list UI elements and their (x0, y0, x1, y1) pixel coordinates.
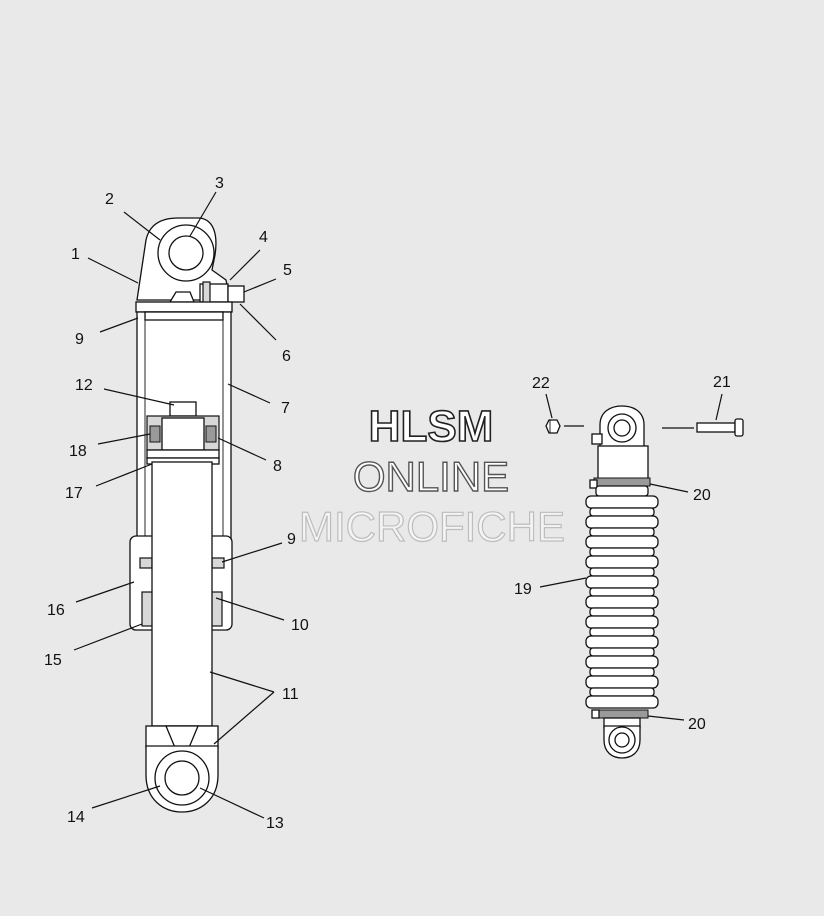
assembled-collar (597, 445, 649, 481)
callout-15: 15 (44, 652, 62, 669)
bolt-shank (696, 422, 736, 433)
assembled-side-boss (591, 433, 603, 445)
callout-10: 10 (291, 617, 309, 634)
callout-11: 11 (282, 686, 299, 703)
callout-9-bottom: 9 (287, 531, 296, 548)
washer (146, 449, 220, 459)
upper-bushing (144, 311, 224, 321)
nut (545, 419, 561, 434)
valve-oring (202, 281, 211, 305)
bolt-head (734, 418, 744, 437)
callout-labels: 1 2 3 4 5 6 7 8 9 9 10 11 12 13 14 15 16… (44, 175, 731, 832)
callout-17: 17 (65, 485, 83, 502)
callout-3: 3 (215, 175, 224, 192)
callout-20-top: 20 (693, 487, 711, 504)
watermark-online: ONLINE (353, 453, 509, 500)
bellows-boot (585, 485, 659, 709)
leader-lines-left (73, 191, 285, 819)
shock-assembled-view (545, 405, 744, 759)
lower-seal-left (139, 557, 153, 569)
watermark-microfiche: MICROFICHE (299, 503, 565, 550)
callout-16: 16 (47, 602, 65, 619)
piston-band-right (205, 425, 217, 443)
cap-plate (135, 301, 233, 313)
callout-18: 18 (69, 443, 87, 460)
callout-22: 22 (532, 375, 550, 392)
shock-cutaway-view (129, 217, 245, 813)
lower-seal-right (211, 557, 225, 569)
callout-8: 8 (273, 458, 282, 475)
callout-14: 14 (67, 809, 85, 826)
callout-12: 12 (75, 377, 93, 394)
callout-9-top: 9 (75, 331, 84, 348)
top-clamp-tab (589, 479, 598, 489)
assembled-top-eye-inner (613, 419, 631, 437)
callout-7: 7 (281, 400, 290, 417)
top-clamp (593, 477, 651, 487)
callout-19: 19 (514, 581, 532, 598)
bottom-clamp-tab (591, 709, 600, 719)
shaft-top (169, 401, 197, 417)
callout-21: 21 (713, 374, 731, 391)
watermark: HLSM ONLINE MICROFICHE (298, 401, 565, 550)
callout-4: 4 (259, 229, 268, 246)
bottom-eyelet-inner (164, 760, 200, 796)
leader-lines-right (539, 393, 723, 721)
callout-1: 1 (71, 246, 80, 263)
callout-6: 6 (282, 348, 291, 365)
piston-band-left (149, 425, 161, 443)
callout-20-bottom: 20 (688, 716, 706, 733)
assembled-bottom-eye-inner (614, 732, 630, 748)
lower-shaft (151, 461, 213, 727)
top-eyelet-inner (168, 235, 204, 271)
callout-2: 2 (105, 191, 114, 208)
valve-cap (227, 285, 245, 303)
callout-5: 5 (283, 262, 292, 279)
callout-13: 13 (266, 815, 284, 832)
watermark-hlsm: HLSM (369, 402, 494, 451)
piston-center (161, 417, 205, 451)
bottom-clamp (595, 709, 649, 719)
